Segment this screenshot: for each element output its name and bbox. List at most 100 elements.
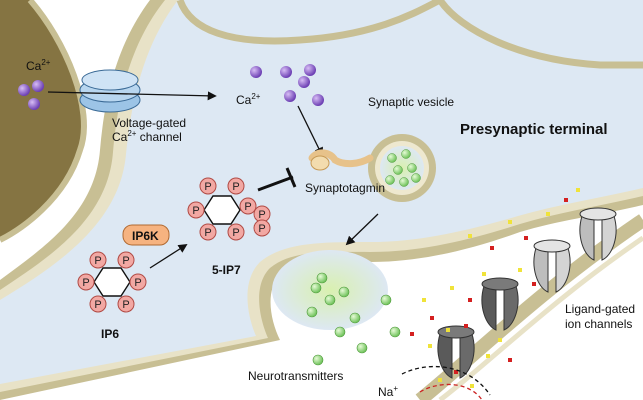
calcium-influx-arrow [47, 91, 217, 101]
ligand-particle-icon [486, 354, 490, 358]
ligand-particle-icon [508, 358, 512, 362]
neurotransmitter-icon [349, 312, 361, 324]
presynaptic-terminal-label: Presynaptic terminal [460, 121, 608, 138]
calcium-ion-icon [18, 84, 30, 96]
ligand-particle-icon [438, 378, 442, 382]
channel-label-2: Ca2+ channel [112, 129, 182, 144]
neurotransmitter-icon [338, 286, 350, 298]
ion-channel-subunit-icon [579, 211, 595, 261]
phosphate-icon [89, 295, 107, 313]
ligand-particle-icon [470, 384, 474, 388]
ip6k-label: IP6K [132, 229, 159, 243]
ion-channel-subunit-icon [437, 329, 453, 379]
ion-channel-top-icon [579, 207, 617, 221]
ligand-particle-icon [482, 272, 486, 276]
sodium-flow-arrow-red [419, 383, 483, 400]
phosphate-icon [117, 295, 135, 313]
release-glow [272, 250, 388, 330]
phosphate-label: P [192, 205, 199, 217]
ca-to-synaptotagmin-arrow [297, 105, 323, 157]
vesicle-neurotransmitter-icon [393, 165, 403, 175]
phosphate-label: P [232, 181, 239, 193]
ligand-particle-icon [428, 344, 432, 348]
ion-channel-subunit-icon [481, 281, 497, 331]
top-right-membrane [437, 0, 643, 69]
neurotransmitter-icon [312, 354, 324, 366]
ion-channel-subunit-icon [503, 281, 519, 331]
ligand-particle-icon [498, 338, 502, 342]
ligand-particle-icon [468, 234, 472, 238]
ca-outside-label: Ca2+ [26, 58, 51, 73]
phosphate-label: P [258, 209, 265, 221]
phosphate-icon [227, 177, 245, 195]
phosphate-icon [239, 197, 257, 215]
phosphate-icon [227, 223, 245, 241]
neurotransmitter-icon [310, 282, 322, 294]
fusion-arrow [345, 213, 379, 246]
sodium-label: Na+ [378, 384, 398, 399]
ion-channel-top-icon [437, 325, 475, 339]
phosphate-label: P [258, 223, 265, 235]
ion-channel-subunit-icon [533, 243, 549, 293]
neurotransmitter-icon [380, 294, 392, 306]
phosphate-label: P [82, 277, 89, 289]
voltage-gated-channel-icon [79, 69, 141, 113]
calcium-ion-icon [284, 90, 296, 102]
vesicle-neurotransmitter-icon [385, 175, 395, 185]
cytoplasm [0, 0, 643, 384]
calcium-ion-icon [32, 80, 44, 92]
ion-channel-top-icon [481, 277, 519, 291]
phosphate-icon [77, 273, 95, 291]
phosphate-label: P [122, 299, 129, 311]
phosphate-label: P [244, 201, 251, 213]
ligand-particle-icon [508, 220, 512, 224]
ligand-particle-icon [468, 298, 472, 302]
ion-channel-top-icon [533, 239, 571, 253]
neurotransmitter-icon [324, 294, 336, 306]
phosphate-icon [89, 251, 107, 269]
sodium-flow-arrow [401, 365, 491, 396]
ligand-particle-icon [464, 324, 468, 328]
phosphate-icon [187, 201, 205, 219]
channel-label-1: Voltage-gated [112, 116, 186, 130]
inositol-ring-icon [203, 195, 241, 225]
top-membrane [176, 0, 442, 45]
ion-channel-subunit-icon [459, 329, 475, 379]
phosphate-label: P [204, 227, 211, 239]
neurotransmitter-icon [316, 272, 328, 284]
ip6-to-ip7-arrow [149, 244, 188, 269]
ion-channel-subunit-icon [555, 243, 571, 293]
ligand-particle-icon [490, 246, 494, 250]
phosphate-label: P [122, 255, 129, 267]
ca-inside-label: Ca2+ [236, 92, 261, 107]
calcium-ion-icon [304, 64, 316, 76]
ligand-particle-icon [546, 212, 550, 216]
phosphate-icon [199, 223, 217, 241]
ligand-gated-label-2: ion channels [565, 317, 632, 331]
synaptotagmin-icon [308, 149, 374, 171]
neurotransmitters-label: Neurotransmitters [248, 369, 343, 383]
neurotransmitter-icon [389, 326, 401, 338]
phosphate-label: P [232, 227, 239, 239]
neurotransmitter-icon [306, 306, 318, 318]
neurotransmitter-icon [356, 342, 368, 354]
phosphate-icon [117, 251, 135, 269]
phosphate-label: P [134, 277, 141, 289]
ligand-particle-icon [446, 328, 450, 332]
ligand-particle-icon [576, 188, 580, 192]
postsynaptic-membrane-inner [438, 235, 643, 400]
vesicle-neurotransmitter-icon [407, 163, 417, 173]
ip6k-box [122, 224, 170, 246]
adjacent-cell-membrane [0, 0, 87, 243]
ligand-particle-icon [454, 370, 458, 374]
phosphate-label: P [94, 255, 101, 267]
ligand-particle-icon [450, 286, 454, 290]
neurotransmitter-icon [334, 326, 346, 338]
ligand-particle-icon [410, 332, 414, 336]
calcium-ion-icon [280, 66, 292, 78]
phosphate-icon [199, 177, 217, 195]
calcium-ion-icon [250, 66, 262, 78]
calcium-ion-icon [28, 98, 40, 110]
phosphate-icon [253, 219, 271, 237]
